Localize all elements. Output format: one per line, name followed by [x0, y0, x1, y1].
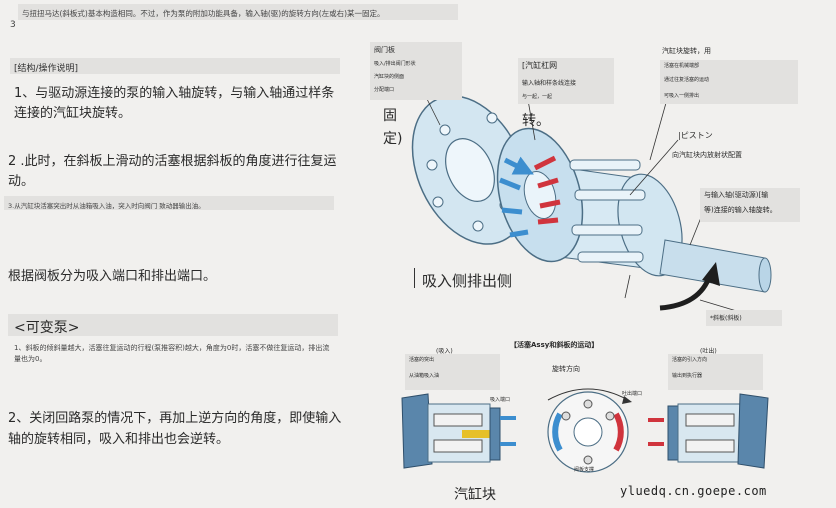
- top-note-marker: 3: [10, 20, 16, 30]
- cylinder-box: [518, 58, 614, 104]
- right-piston-assembly: [648, 393, 769, 469]
- cylinder-block-bottom-label: 汽缸块: [454, 487, 496, 503]
- input-shaft-desc-2: 等)连接的输入轴旋转。: [704, 206, 777, 214]
- paragraph-6: 2、关闭回路泵的情况下，再加上逆方向的角度，即使输入轴的旋转相同，吸入和排出也会…: [8, 411, 342, 447]
- cyl-rotate-desc-3: 可吸入一侧排出: [664, 93, 700, 99]
- piston-label: |ピストン: [678, 131, 713, 140]
- cyl-rotate-box: [660, 60, 798, 104]
- piston-assy-title: 【活塞Assy和斜板的运动】: [510, 341, 599, 349]
- valve-plate-desc-2: 汽缸块的侧面: [374, 74, 405, 80]
- valve-plate-graphic: [411, 95, 529, 245]
- paragraph-5: 1、斜板的倾斜量越大，活塞往复运动的行程(泵推容积)越大，角度为0时，活塞不做往…: [14, 344, 330, 363]
- discharge-port-label: 吐出端口: [622, 391, 643, 397]
- suction-small-label: (吸入): [436, 348, 453, 355]
- paragraph-3: 3.从汽缸块活塞突出时从油箱吸入油，突入时向阀门 致动器输出油。: [8, 202, 205, 210]
- cylinder-label: [汽缸杠网: [522, 61, 558, 70]
- section-heading: [结构/操作说明]: [14, 64, 79, 74]
- fixed-label-1: 固: [383, 108, 397, 124]
- valve-plate-desc-3: 分配端口: [374, 87, 395, 93]
- cyl-rotate-desc-1: 活塞在机械端部: [664, 63, 700, 69]
- section-head-strip: [10, 58, 340, 74]
- left-desc-1: 活塞的突出: [409, 357, 435, 363]
- center-valve-disc: [547, 388, 632, 473]
- top-note-strip: [18, 4, 458, 20]
- paragraph-1: 1、与驱动源连接的泵的输入轴旋转，与输入轴通过样条连接的汽缸块旋转。: [14, 86, 335, 121]
- rotate-label: 转。: [522, 113, 550, 129]
- discharge-small-label: (吐出): [700, 348, 717, 355]
- site-watermark: yluedq.cn.goepe.com: [620, 484, 767, 498]
- cylinder-desc-2: 与一起，一起: [522, 94, 553, 100]
- input-shaft-box: [700, 188, 800, 222]
- swash-label: *斜板(斜板): [710, 315, 742, 322]
- right-desc-2: 输出到执行器: [672, 373, 703, 379]
- para3-strip: [4, 196, 334, 210]
- piston-desc: 向汽缸块内放射状配置: [672, 151, 742, 159]
- swash-box: [706, 310, 782, 326]
- piston-assy-diagram: [401, 388, 769, 473]
- variable-pump-title: <可变泵>: [14, 320, 80, 336]
- cylinder-desc-1: 输入轴和样条线连接: [522, 80, 577, 87]
- paragraph-2: 2 .此时，在斜板上滑动的活塞根据斜板的角度进行往复运动。: [8, 154, 337, 189]
- plate-note-label: 阀板支撑: [574, 467, 595, 473]
- variable-title-strip: [8, 314, 338, 336]
- right-desc-1: 活塞的引入方向: [672, 357, 708, 363]
- cyl-rotate-desc-2: 通过往复活塞的运动: [664, 77, 710, 83]
- valve-plate-desc-1: 吸入/排出阀门形状: [374, 61, 416, 67]
- paragraph-4: 根据阀板分为吸入端口和排出端口。: [8, 269, 217, 284]
- rotation-direction-label: 旋转方向: [552, 365, 580, 373]
- top-note: 与扭扭马达(斜板式)基本构造相同。不过，作为泵的附加功能具备，输入轴(驱)的旋转…: [22, 9, 385, 18]
- suction-divider: [414, 268, 415, 288]
- left-desc-2: 从油箱吸入油: [409, 373, 440, 379]
- suction-port-label: 吸入端口: [490, 397, 511, 403]
- pump-main-diagram: [411, 59, 772, 316]
- valve-plate-box: [370, 42, 462, 100]
- suction-discharge-label: 吸入侧排出侧: [422, 272, 513, 290]
- valve-plate-label: 阀门板: [374, 46, 395, 54]
- cyl-rotate-title: 汽缸块旋转，用: [662, 47, 711, 55]
- right-desc-box: [668, 354, 763, 390]
- input-shaft-desc-1: 与输入轴(驱动源)[输: [704, 191, 769, 199]
- left-piston-assembly: [401, 393, 516, 469]
- flow-arrows: [499, 155, 561, 238]
- left-desc-box: [405, 354, 500, 390]
- fixed-label-2: 定): [383, 131, 403, 147]
